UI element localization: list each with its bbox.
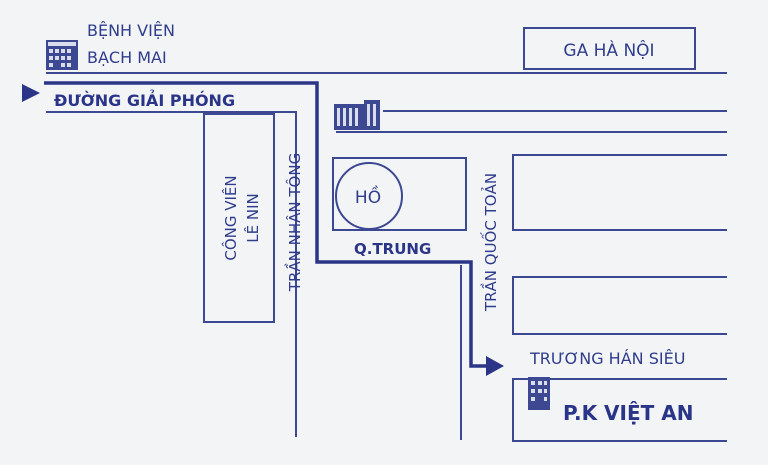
clinic-label: P.K VIỆT AN: [563, 401, 693, 425]
end-arrow-icon: [486, 356, 504, 376]
hospital-label-line2: BẠCH MAI: [87, 48, 167, 67]
street-tran-quoc-toan-label: TRẦN QUỐC TOẢN: [479, 173, 500, 312]
street-truong-han-sieu-label: TRƯƠNG HÁN SIÊU: [529, 349, 685, 368]
lake-circle: [335, 162, 403, 230]
road-giai-phong-edge: [46, 111, 297, 437]
block-right-1: [512, 154, 727, 231]
district-label: Q.TRUNG: [354, 240, 431, 258]
mid-building-icon: [334, 100, 380, 130]
station-box: [523, 27, 696, 70]
hospital-building-icon: [46, 40, 78, 70]
station-label: GA HÀ NỘI: [563, 39, 654, 61]
lake-label: HỒ: [355, 184, 381, 208]
park-label-line2: LÊ NIN: [243, 193, 262, 242]
block-right-3: [512, 378, 727, 442]
main-road-label: ĐƯỜNG GIẢI PHÓNG: [54, 89, 235, 110]
lake-block: [332, 157, 467, 231]
hospital-label-line1: BỆNH VIỆN: [87, 21, 175, 40]
block-right-2: [512, 276, 727, 335]
clinic-building-icon: [528, 377, 550, 410]
start-arrow-icon: [22, 84, 40, 102]
park-label-line1: CÔNG VIÊN: [221, 175, 240, 260]
street-tran-nhan-tong-label: TRẦN NHÂN TÔNG: [283, 153, 304, 292]
park-box: [203, 113, 275, 323]
route-path: [44, 81, 490, 368]
